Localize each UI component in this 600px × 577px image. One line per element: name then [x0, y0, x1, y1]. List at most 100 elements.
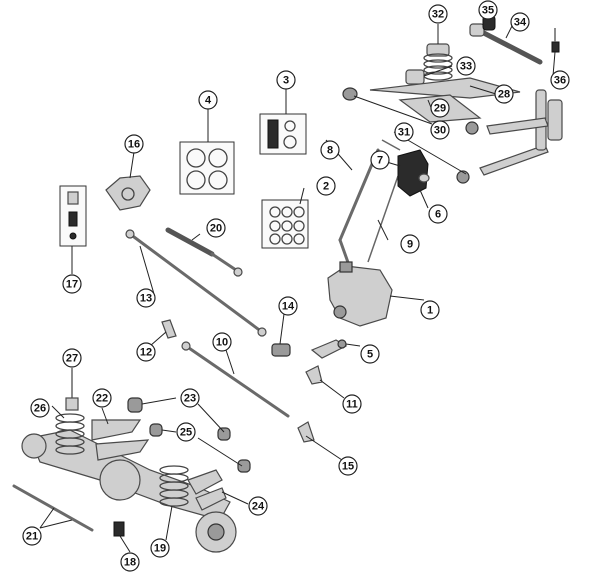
callout-circle — [370, 150, 390, 170]
callout-27: 27 — [62, 348, 82, 368]
ball-joint-nut — [69, 232, 77, 240]
knuckle-bore — [121, 187, 135, 201]
bushing-kit-4 — [179, 141, 235, 195]
callout-circle — [92, 388, 112, 408]
callout-number: 4 — [205, 95, 212, 107]
callout-number: 9 — [407, 239, 413, 251]
callout-number: 33 — [460, 61, 472, 73]
callout-circle — [278, 296, 298, 316]
callout-3: 3 — [276, 70, 296, 90]
front-coil-spring-left — [55, 413, 85, 455]
callout-number: 24 — [252, 501, 265, 513]
front-coil-spring-right — [159, 465, 189, 507]
callout-31: 31 — [394, 122, 414, 142]
callout-circle — [550, 70, 570, 90]
steering-shaft-9 — [367, 175, 399, 263]
shock-body — [547, 99, 563, 141]
callout-number: 2 — [323, 181, 329, 193]
callout-5: 5 — [360, 344, 380, 364]
callout-circle — [420, 300, 440, 320]
bushing-23b — [217, 427, 231, 441]
callout-9: 9 — [400, 234, 420, 254]
callout-number: 13 — [140, 293, 152, 305]
callout-10: 10 — [212, 332, 232, 352]
callout-25: 25 — [176, 422, 196, 442]
steering-damper-body — [165, 227, 215, 257]
callout-number: 36 — [554, 75, 566, 87]
callout-number: 5 — [367, 349, 373, 361]
steering-shaft-8 — [338, 148, 380, 242]
callout-number: 1 — [427, 305, 433, 317]
ball-joint-top — [67, 191, 79, 205]
control-arm-24b — [195, 487, 227, 511]
callout-number: 20 — [210, 223, 222, 235]
callout-4: 4 — [198, 90, 218, 110]
rear-coil-spring — [423, 53, 453, 81]
callout-circle — [316, 176, 336, 196]
callout-number: 26 — [34, 403, 46, 415]
callout-26: 26 — [30, 398, 50, 418]
bushing-25a — [149, 423, 163, 437]
front-axle-assembly — [12, 370, 237, 553]
shaft-coupler — [381, 139, 401, 151]
callout-22: 22 — [92, 388, 112, 408]
callout-circle — [456, 56, 476, 76]
callout-number: 21 — [26, 531, 38, 543]
callout-7: 7 — [370, 150, 390, 170]
callout-21: 21 — [22, 526, 42, 546]
control-arm-22b — [95, 439, 150, 461]
pitman-arm-hub — [337, 339, 347, 349]
differential — [99, 459, 141, 501]
tie-rod — [184, 344, 290, 418]
callout-number: 14 — [282, 301, 295, 313]
bushing-kit-3 — [259, 113, 307, 155]
callout-circle — [120, 552, 140, 572]
callout-circle — [124, 134, 144, 154]
ball-joint-boot — [68, 211, 78, 227]
callout-11: 11 — [342, 394, 362, 414]
tie-rod-end-15 — [297, 421, 315, 443]
callout-circle — [248, 496, 268, 516]
callout-28: 28 — [494, 84, 514, 104]
callout-number: 31 — [398, 127, 410, 139]
callout-circle — [428, 204, 448, 224]
bushing-25b — [237, 459, 251, 473]
callout-number: 28 — [498, 89, 510, 101]
drag-link-end-2 — [257, 327, 267, 337]
callout-number: 15 — [342, 461, 354, 473]
callout-circle — [180, 388, 200, 408]
callout-circle — [30, 398, 50, 418]
jounce-bumper — [405, 69, 425, 85]
callout-circle — [150, 538, 170, 558]
damper-end — [233, 267, 243, 277]
callout-1: 1 — [420, 300, 440, 320]
callout-20: 20 — [206, 218, 226, 238]
callout-number: 32 — [432, 9, 444, 21]
callout-circle — [342, 394, 362, 414]
callout-number: 17 — [66, 279, 78, 291]
kit-box-3 — [259, 113, 307, 155]
callout-circle — [62, 348, 82, 368]
tie-rod-end-11 — [305, 365, 323, 385]
drag-link — [128, 232, 264, 334]
callout-circle — [22, 526, 42, 546]
tie-rod-clamp — [271, 343, 291, 357]
leader-lines — [39, 11, 556, 553]
upper-control-arm — [369, 77, 521, 99]
gear-box-bracket — [397, 149, 429, 197]
bushing-kit-2 — [261, 199, 309, 249]
control-arm-22a — [91, 419, 142, 441]
callout-number: 30 — [434, 125, 446, 137]
callout-circle — [320, 140, 340, 160]
callout-number: 11 — [346, 399, 358, 411]
callout-13: 13 — [136, 288, 156, 308]
callout-33: 33 — [456, 56, 476, 76]
callout-17: 17 — [62, 274, 82, 294]
callout-24: 24 — [248, 496, 268, 516]
callout-number: 27 — [66, 353, 78, 365]
callout-circle — [510, 12, 530, 32]
callout-circle — [176, 422, 196, 442]
callout-16: 16 — [124, 134, 144, 154]
